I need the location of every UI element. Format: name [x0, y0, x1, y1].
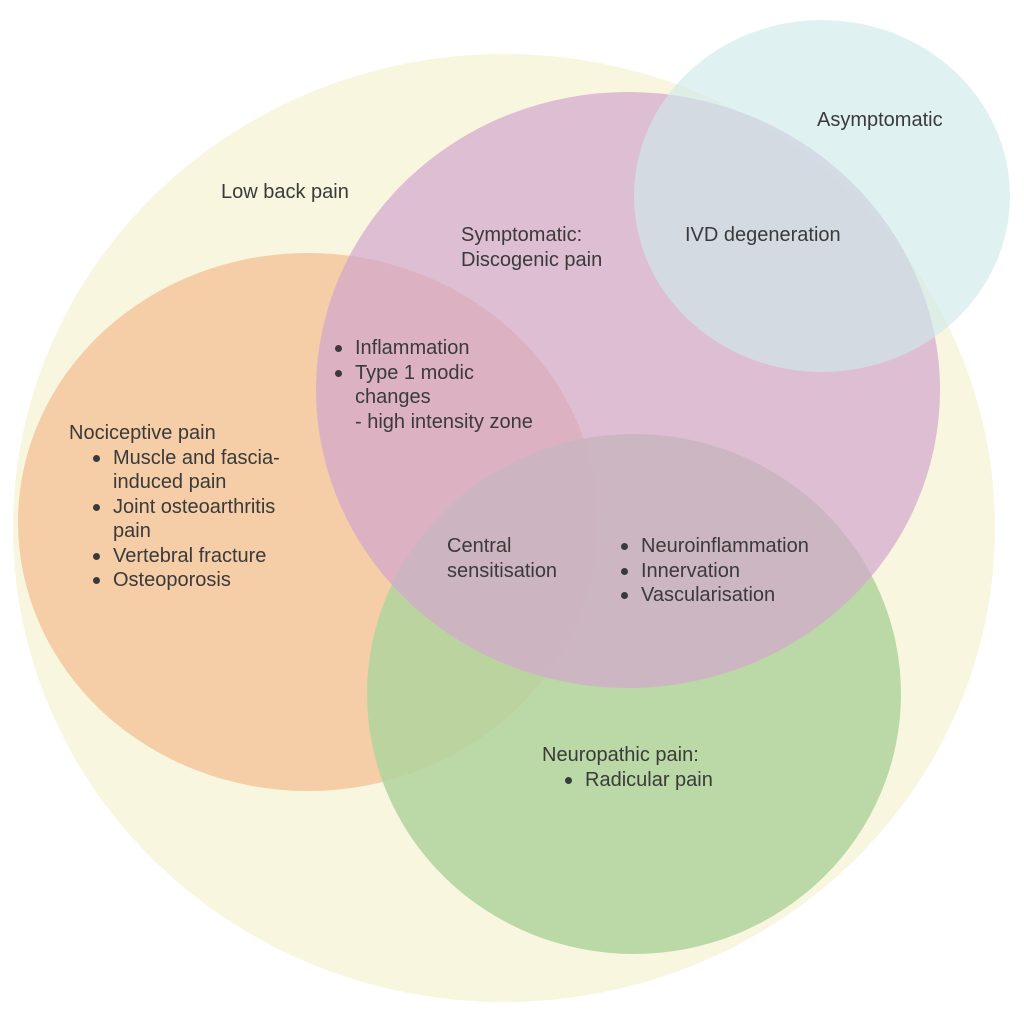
list-item-line: Joint osteoarthritis	[113, 495, 276, 518]
list-item: Innervation	[617, 559, 809, 584]
symptomatic-label-line: Symptomatic:	[461, 224, 583, 246]
list-item: Vertebral fracture	[89, 544, 280, 569]
list-item-line: changes	[355, 386, 431, 408]
central-sensitisation-line: Central	[447, 535, 512, 557]
neuropathic-pain-title: Neuropathic pain:	[542, 744, 699, 766]
central-sensitisation-line: sensitisation	[447, 559, 558, 582]
inflammation-overlap-list: Inflammation Type 1 modic changes - high…	[331, 336, 533, 434]
symptomatic-label-line: Discogenic pain	[461, 248, 603, 271]
list-item: Inflammation	[331, 336, 533, 361]
neuroinflammation-overlap-list: Neuroinflammation Innervation Vascularis…	[617, 534, 809, 608]
asymptomatic-label: Asymptomatic	[817, 109, 943, 131]
list-item-line: Inflammation	[355, 337, 470, 359]
list-item: Radicular pain	[561, 768, 713, 793]
list-item: Joint osteoarthritis pain	[89, 495, 280, 544]
symptomatic-label: Symptomatic: Discogenic pain	[461, 223, 602, 272]
list-item-line: Type 1 modic	[355, 361, 474, 384]
asymptomatic-circle	[634, 20, 1010, 372]
low-back-pain-label: Low back pain	[221, 181, 349, 203]
nociceptive-pain-block: Nociceptive pain Muscle and fascia- indu…	[69, 421, 280, 593]
list-item: Muscle and fascia- induced pain	[89, 446, 280, 495]
list-item: Type 1 modic changes	[331, 361, 533, 410]
central-sensitisation-label: Central sensitisation	[447, 534, 557, 583]
nociceptive-pain-title: Nociceptive pain	[69, 422, 216, 444]
list-item: Vascularisation	[617, 583, 809, 608]
neuropathic-pain-block: Neuropathic pain: Radicular pain	[542, 743, 713, 792]
list-item: Neuroinflammation	[617, 534, 809, 559]
ivd-degeneration-label: IVD degeneration	[685, 224, 841, 246]
high-intensity-zone-line: - high intensity zone	[355, 410, 533, 433]
list-item-line: induced pain	[113, 471, 227, 493]
list-item-line: Muscle and fascia-	[113, 446, 280, 469]
list-item: Osteoporosis	[89, 568, 280, 593]
list-item-line: Osteoporosis	[113, 569, 231, 591]
list-item-line: pain	[113, 520, 151, 542]
list-item-line: Vertebral fracture	[113, 544, 267, 567]
